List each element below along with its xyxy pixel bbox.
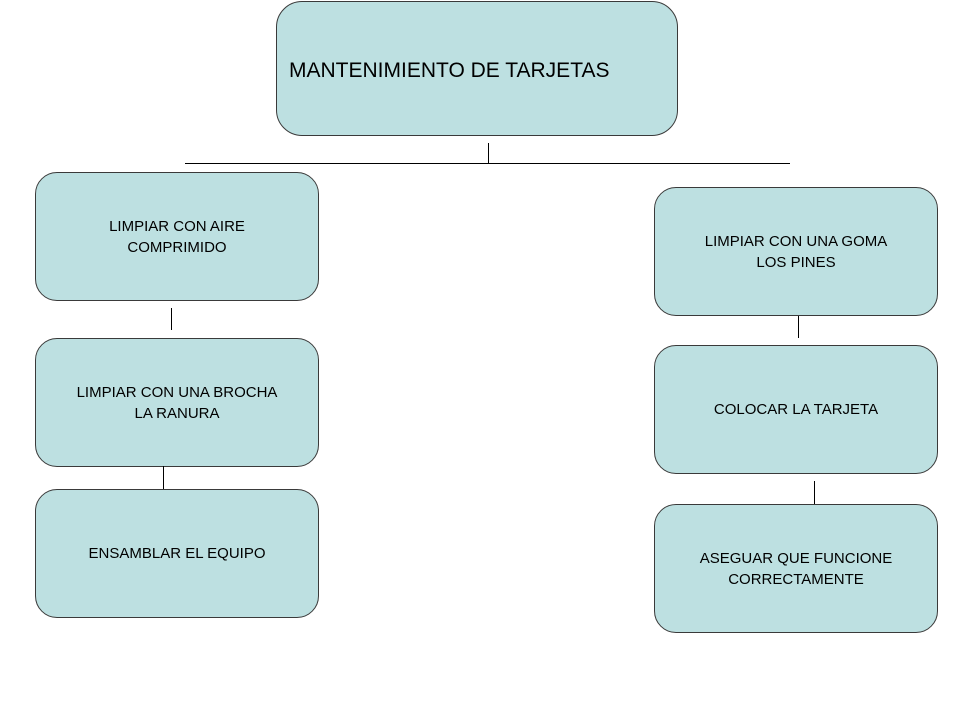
node-ensamblar-equipo: ENSAMBLAR EL EQUIPO — [35, 489, 319, 618]
node-asegurar-funcione: ASEGUAR QUE FUNCIONE CORRECTAMENTE — [654, 504, 938, 633]
node-limpiar-brocha: LIMPIAR CON UNA BROCHA LA RANURA — [35, 338, 319, 467]
right-connector-1 — [798, 316, 799, 338]
right-connector-2 — [814, 481, 815, 504]
left-connector-1 — [171, 308, 172, 330]
node-limpiar-aire: LIMPIAR CON AIRE COMPRIMIDO — [35, 172, 319, 301]
node-limpiar-brocha-label: LIMPIAR CON UNA BROCHA LA RANURA — [76, 383, 278, 422]
node-ensamblar-equipo-label: ENSAMBLAR EL EQUIPO — [88, 545, 266, 562]
node-asegurar-funcione-label: ASEGUAR QUE FUNCIONE CORRECTAMENTE — [699, 549, 893, 588]
left-connector-2 — [163, 466, 164, 495]
node-limpiar-goma-label: LIMPIAR CON UNA GOMA LOS PINES — [704, 232, 888, 271]
node-limpiar-goma: LIMPIAR CON UNA GOMA LOS PINES — [654, 187, 938, 316]
node-colocar-tarjeta: COLOCAR LA TARJETA — [654, 345, 938, 474]
root-node-label: MANTENIMIENTO DE TARJETAS — [289, 59, 610, 82]
node-limpiar-aire-label: LIMPIAR CON AIRE COMPRIMIDO — [109, 217, 245, 256]
root-node: MANTENIMIENTO DE TARJETAS — [276, 1, 678, 136]
branch-bar — [185, 163, 790, 164]
node-colocar-tarjeta-label: COLOCAR LA TARJETA — [713, 401, 879, 418]
root-connector — [488, 143, 489, 164]
